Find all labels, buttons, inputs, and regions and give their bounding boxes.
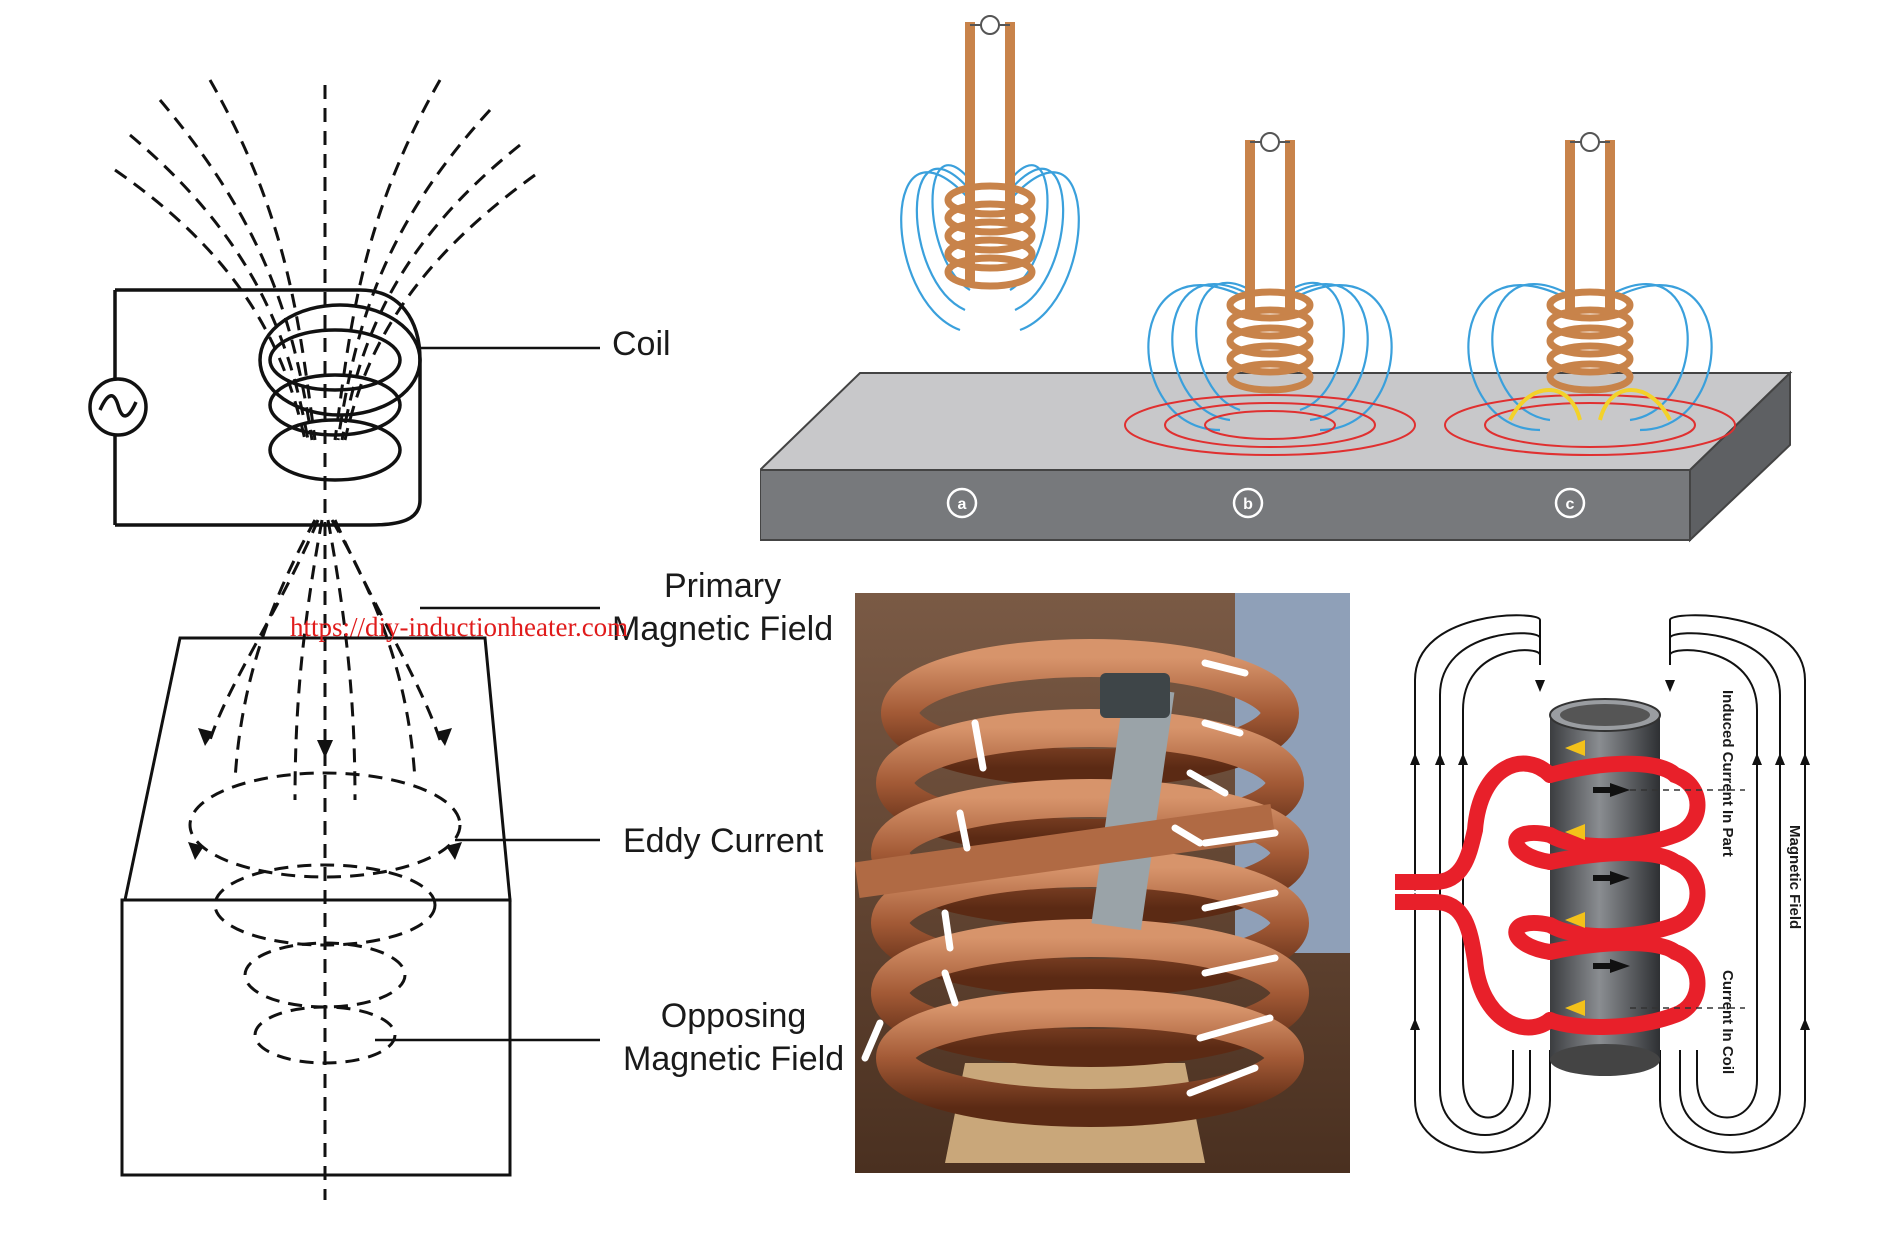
coil-c	[1444, 132, 1736, 456]
induction-schematic	[88, 79, 600, 1200]
primary-field-lines	[114, 79, 536, 1200]
slab-marker-a-text: a	[958, 496, 967, 513]
opposing-field-label-line2: Magnetic Field	[623, 1039, 845, 1078]
coil-a	[900, 15, 1080, 332]
eddy-current-label: Eddy Current	[623, 822, 824, 860]
part-current-arrows	[1593, 783, 1630, 973]
coil-current-arrows	[1565, 740, 1585, 1016]
coil-current-label: Current In Coil	[1719, 970, 1736, 1074]
slab-marker-c-text: c	[1566, 496, 1575, 513]
watermark-url: https://diy-inductionheater.com	[290, 612, 629, 642]
coil-drawing	[113, 288, 422, 527]
workpiece-block	[120, 636, 512, 1177]
leader-lines	[375, 346, 600, 1042]
primary-field-label-line1: Primary	[664, 567, 782, 605]
primary-field-label: Primary Magnetic Field	[612, 565, 833, 650]
slab-side	[1689, 370, 1791, 543]
ac-source-icon	[88, 377, 148, 437]
magnetic-field-loops	[1414, 614, 1806, 1154]
slab-front	[760, 469, 1691, 541]
magnetic-field-label: Magnetic Field	[1786, 825, 1803, 929]
red-induction-coil	[1395, 755, 1706, 1036]
coil-part-field-diagram: Induced Current In Part Current In Coil …	[1395, 614, 1810, 1154]
coil-label: Coil	[612, 325, 671, 363]
field-direction-arrows	[1410, 680, 1810, 1030]
slab-coils-illustration: a b c	[760, 15, 1793, 543]
slab-marker-a: a	[946, 487, 978, 519]
slab-marker-b: b	[1232, 487, 1264, 519]
metal-part-cylinder	[1549, 698, 1661, 1076]
field-arrowheads	[188, 728, 462, 860]
slab-marker-c: c	[1554, 487, 1586, 519]
coil-b	[1124, 132, 1416, 456]
slab-marker-b-text: b	[1243, 496, 1253, 513]
copper-coil-photo	[855, 593, 1350, 1173]
primary-field-label-line2: Magnetic Field	[612, 609, 834, 648]
current-direction-arrows	[861, 659, 1279, 1097]
induced-current-label: Induced Current In Part	[1719, 690, 1736, 857]
opposing-field-label-line1: Opposing	[660, 997, 807, 1035]
opposing-field-label: Opposing Magnetic Field	[623, 995, 844, 1080]
